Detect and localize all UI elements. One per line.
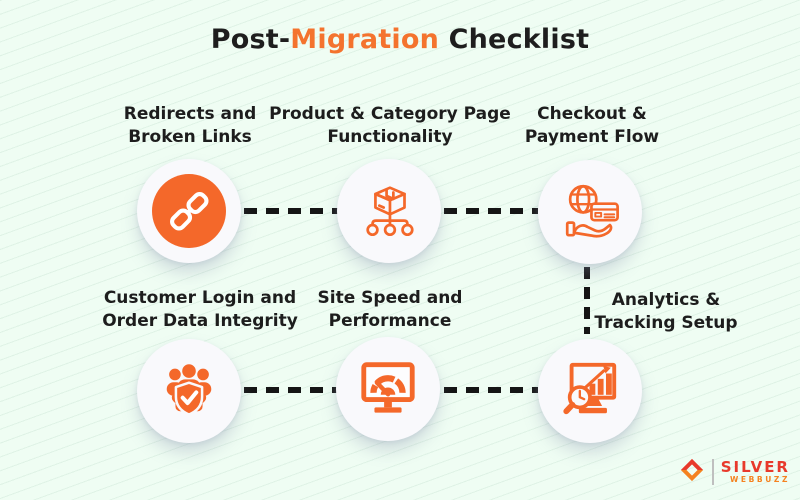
package-category-tree-icon bbox=[358, 178, 420, 244]
label-redirects-broken-links: Redirects and Broken Links bbox=[123, 104, 257, 147]
connector-row1-left bbox=[244, 208, 338, 214]
analytics-magnifier-chart-icon bbox=[559, 358, 621, 424]
label-analytics-tracking-setup: Analytics & Tracking Setup bbox=[594, 290, 738, 333]
monitor-speedometer-icon bbox=[357, 356, 419, 422]
bubble-product-category-functionality bbox=[337, 159, 441, 263]
bubble-analytics-tracking-setup bbox=[538, 339, 642, 443]
label-site-speed-performance: Site Speed and Performance bbox=[317, 288, 463, 331]
silverwebbuzz-logo-mark-icon bbox=[679, 457, 705, 487]
logo-sub-text: WEBBUZZ bbox=[730, 475, 790, 484]
title-post: Checklist bbox=[439, 24, 590, 55]
logo-text: SILVER WEBBUZZ bbox=[720, 458, 790, 485]
globe-card-hand-icon bbox=[559, 179, 621, 245]
connector-row1-right bbox=[444, 208, 538, 214]
label-checkout-payment-flow: Checkout & Payment Flow bbox=[524, 104, 660, 147]
bubble-redirects-broken-links bbox=[137, 159, 241, 263]
page-title: Post-Migration Checklist bbox=[0, 24, 800, 55]
label-customer-login-order-data: Customer Login and Order Data Integrity bbox=[102, 288, 298, 331]
logo-divider bbox=[711, 459, 714, 485]
title-pre: Post- bbox=[210, 24, 291, 55]
chain-link-icon bbox=[152, 174, 226, 248]
title-accent: Migration bbox=[290, 24, 440, 55]
logo-brand-text: SILVER bbox=[720, 458, 790, 476]
bubble-customer-login-order-data bbox=[137, 339, 241, 443]
bubble-site-speed-performance bbox=[336, 337, 440, 441]
team-shield-gear-icon bbox=[158, 358, 220, 424]
label-product-category-functionality: Product & Category Page Functionality bbox=[269, 104, 511, 147]
connector-row2-left bbox=[244, 387, 338, 393]
connector-vertical bbox=[584, 267, 590, 334]
connector-row2-right bbox=[444, 387, 538, 393]
silverwebbuzz-logo: SILVER WEBBUZZ bbox=[679, 457, 790, 487]
bubble-checkout-payment-flow bbox=[538, 160, 642, 264]
